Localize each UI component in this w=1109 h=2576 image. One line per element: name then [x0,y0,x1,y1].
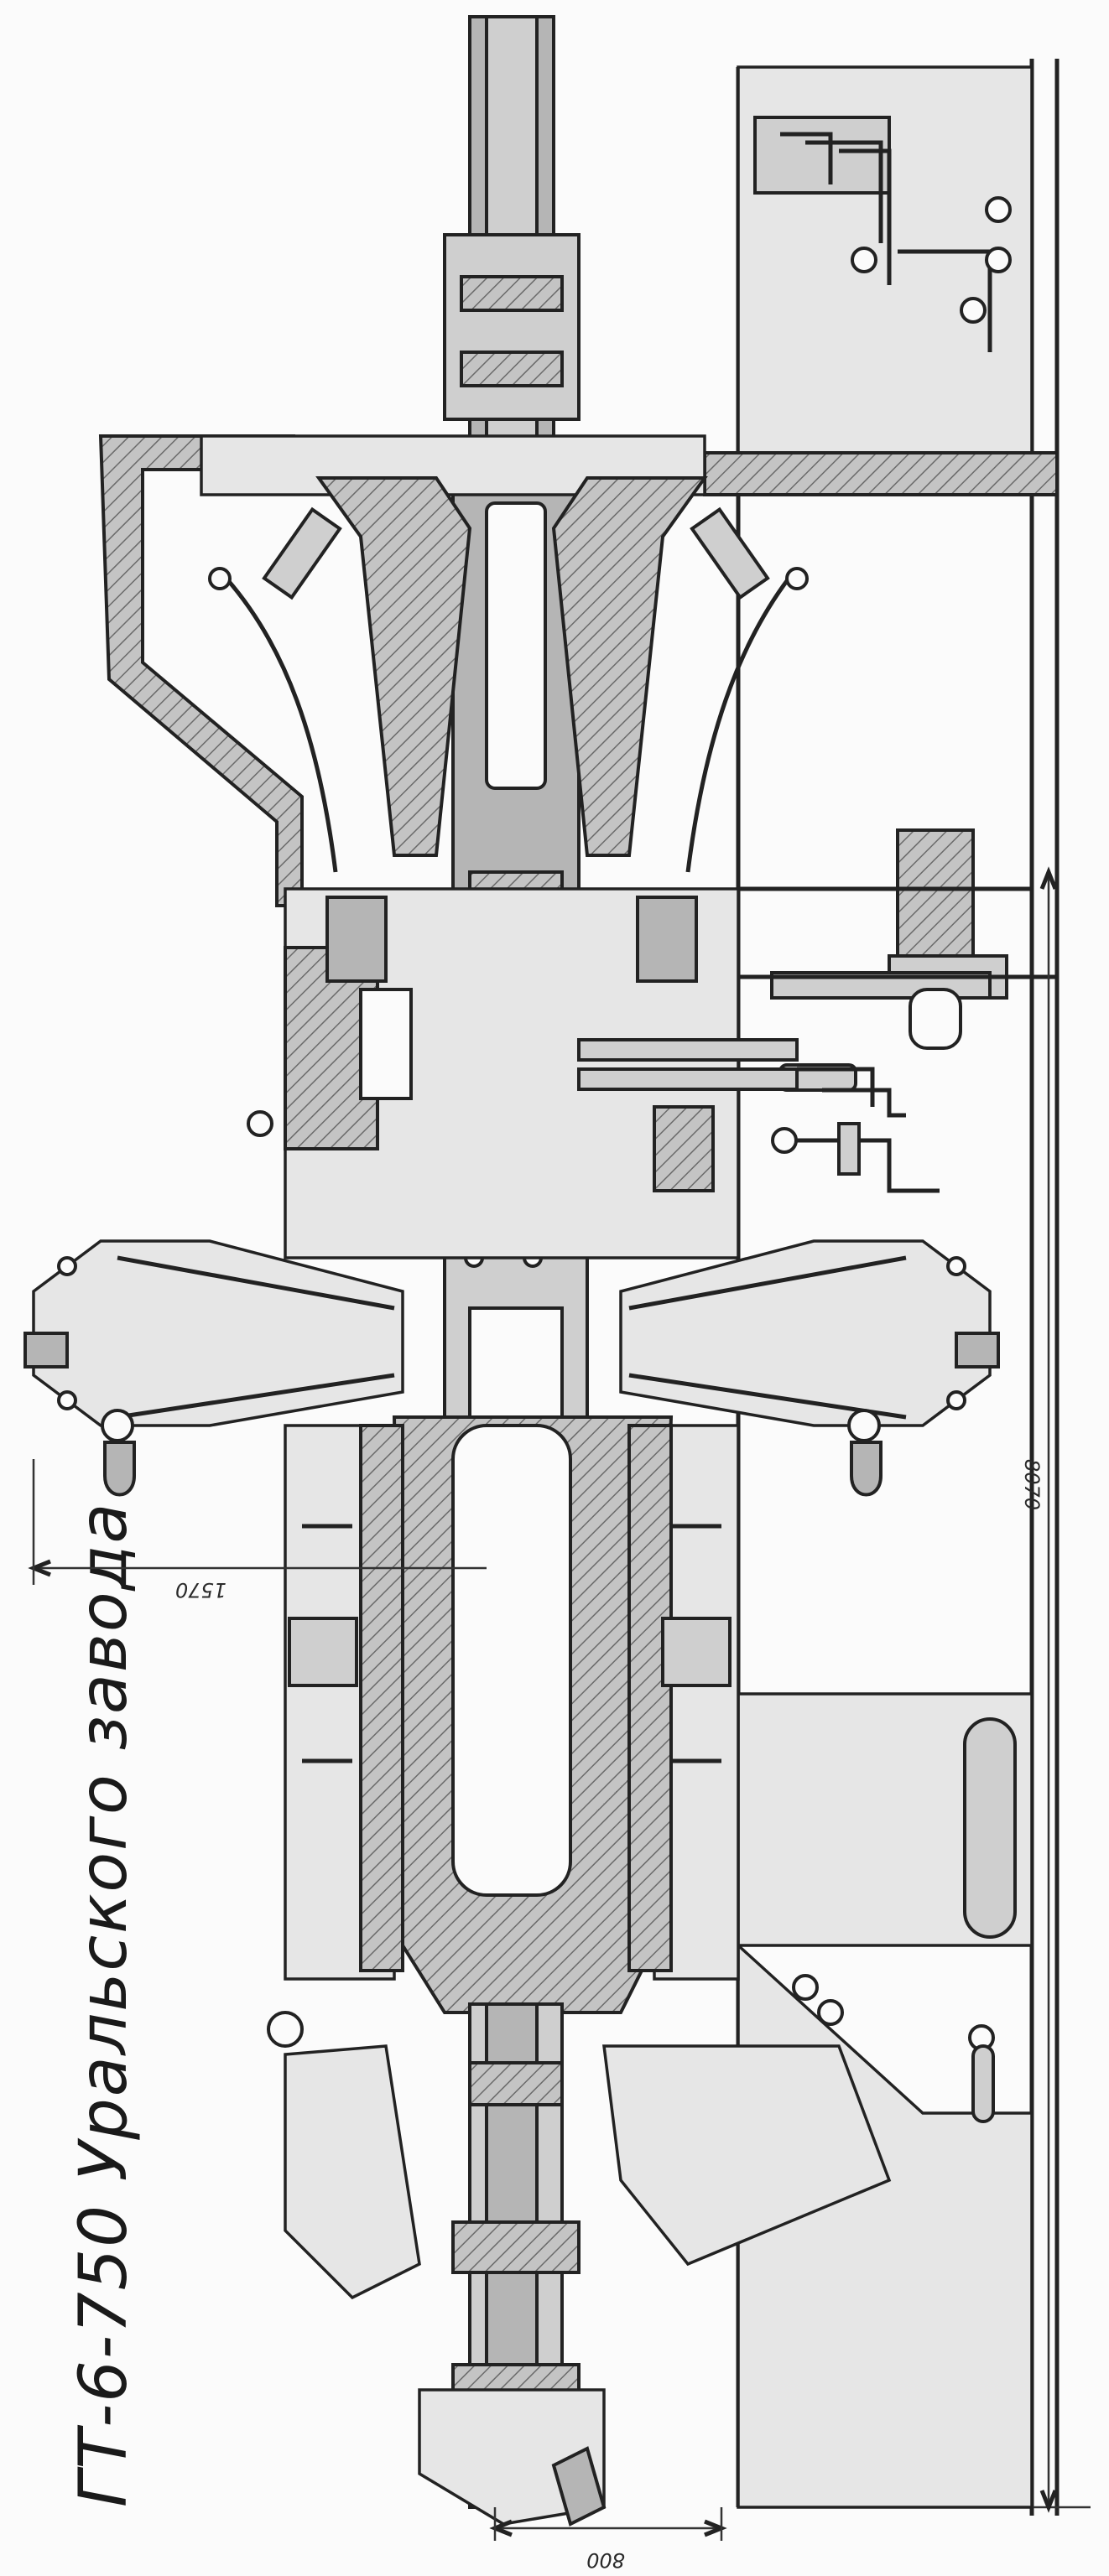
compressor-intake [98,434,809,907]
drawing-title: ГТ-6-750 Уральского завода [66,1502,142,2507]
stage-assembly [247,887,875,1259]
dim-label-span: 800 [586,2548,625,2572]
combustion-chamber-right [619,1239,1000,1497]
turbine-casing [284,1424,740,1981]
dimension-radius: 1570 [28,1459,487,1602]
dimension-span: 800 [489,2507,727,2572]
exhaust-outlet [267,2011,892,2527]
dim-label-overall: 8070 [1020,1459,1044,1510]
dimension-overall-length: 8070 [1020,866,1058,2513]
combustion-chamber-left [23,1239,404,1497]
dim-label-radius: 1570 [175,1578,226,1602]
